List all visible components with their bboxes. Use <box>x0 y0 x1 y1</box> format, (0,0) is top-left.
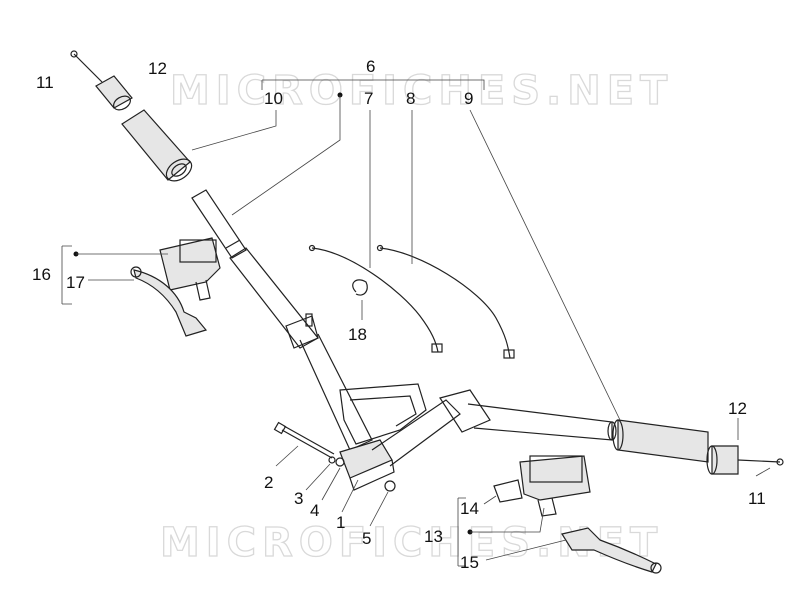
washer-3 <box>328 456 336 464</box>
callout-6: 6 <box>366 57 375 76</box>
throttle-cables <box>308 244 515 359</box>
callout-3: 3 <box>294 489 303 508</box>
callout-8: 8 <box>406 89 415 108</box>
left-master-cylinder <box>159 237 221 291</box>
callout-1: 1 <box>336 513 345 532</box>
handlebar-left-arm <box>299 333 373 451</box>
handlebar-left-bracket <box>285 315 319 349</box>
callout-4: 4 <box>310 501 319 520</box>
callout-12-right: 12 <box>728 399 747 418</box>
right-brake-lever <box>561 527 657 573</box>
right-brake-assembly <box>493 455 662 574</box>
callout-16: 16 <box>32 265 51 284</box>
nut-5 <box>384 480 396 492</box>
callout-11-right: 11 <box>748 489 766 508</box>
callout-11-top: 11 <box>36 73 54 92</box>
callout-10: 10 <box>264 89 283 108</box>
handlebar-left-end-tube <box>191 189 247 259</box>
bracket-13 <box>457 497 466 567</box>
callout-12-top: 12 <box>148 59 167 78</box>
left-grip-rubber <box>121 109 191 181</box>
bracket-6 <box>261 79 485 90</box>
handlebar-right-bend <box>439 389 491 433</box>
handlebar-right-tube <box>467 403 613 441</box>
callout-7: 7 <box>364 89 373 108</box>
handlebar-left-tube <box>229 247 319 349</box>
left-brake-assembly <box>130 237 221 337</box>
hardware <box>273 421 396 492</box>
callout-18: 18 <box>348 325 367 344</box>
cable-8 <box>379 247 511 359</box>
left-end-screw <box>73 53 103 83</box>
leader-lines <box>61 79 771 567</box>
callout-17: 17 <box>66 273 85 292</box>
watermark-top: MICROFICHES.NET <box>170 68 673 114</box>
right-end-screw <box>737 459 781 463</box>
handlebar <box>191 189 617 491</box>
callout-5: 5 <box>362 529 371 548</box>
callout-15: 15 <box>460 553 479 572</box>
right-grip-rubber <box>617 419 709 463</box>
left-end-weight <box>95 75 133 109</box>
right-end-weight <box>711 445 739 475</box>
left-brake-lever <box>133 269 208 337</box>
right-master-cylinder <box>519 455 591 501</box>
callout-13: 13 <box>424 527 443 546</box>
callout-9: 9 <box>464 89 473 108</box>
clip-18 <box>352 279 368 296</box>
right-grip-assembly <box>612 419 784 475</box>
callout-2: 2 <box>264 473 273 492</box>
callout-labels: 11 12 6 10 7 8 9 16 17 18 12 11 2 3 4 1 … <box>32 57 766 572</box>
callout-14: 14 <box>460 499 479 518</box>
handlebar-right-arm <box>371 399 461 467</box>
cable-7 <box>311 247 439 353</box>
right-clamp-14 <box>493 479 523 503</box>
bolt-2 <box>281 429 333 459</box>
left-grip-assembly <box>70 50 193 182</box>
handlebar-mount-plate <box>339 383 427 445</box>
nut-4 <box>335 457 345 467</box>
bracket-16 <box>61 245 72 305</box>
